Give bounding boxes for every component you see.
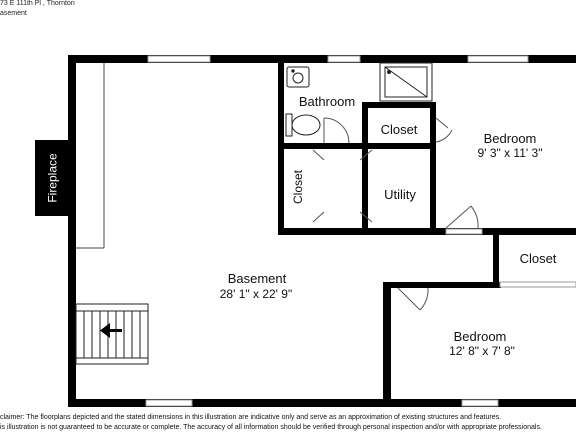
basement-dims: 28' 1" x 22' 9" — [219, 287, 293, 301]
windows — [145, 55, 576, 407]
fireplace-block — [35, 140, 71, 216]
shower — [379, 62, 433, 102]
stairs-arrow-icon — [100, 323, 122, 338]
interior-walls — [278, 63, 576, 235]
bathroom-label: Bathroom — [298, 94, 356, 109]
bedroom-2-label: Bedroom — [453, 329, 507, 344]
closet-top-label: Closet — [380, 122, 418, 137]
basement-label: Basement — [227, 271, 287, 286]
bathroom-sink — [286, 66, 310, 88]
stairs — [75, 303, 149, 365]
bedroom-1-dims: 9' 3" x 11' 3" — [477, 146, 543, 160]
door-swings — [312, 117, 479, 311]
closet-right-label: Closet — [519, 251, 557, 266]
disclaimer-line-2: is illustration is not guaranteed to be … — [0, 424, 542, 431]
address-text: 73 E 111th Pl , Thornton — [0, 0, 75, 7]
closet-side-label: Closet — [291, 170, 305, 205]
utility-label: Utility — [384, 187, 416, 202]
bedroom-2-dims: 12' 8" x 7' 8" — [449, 344, 515, 358]
toilet — [285, 113, 321, 137]
level-text: asement — [0, 10, 27, 17]
disclaimer-line-1: claimer: The floorplans depicted and the… — [0, 414, 502, 421]
bedroom-1-label: Bedroom — [483, 131, 537, 146]
fireplace-label: Fireplace — [46, 153, 61, 203]
left-ledge — [76, 63, 105, 249]
